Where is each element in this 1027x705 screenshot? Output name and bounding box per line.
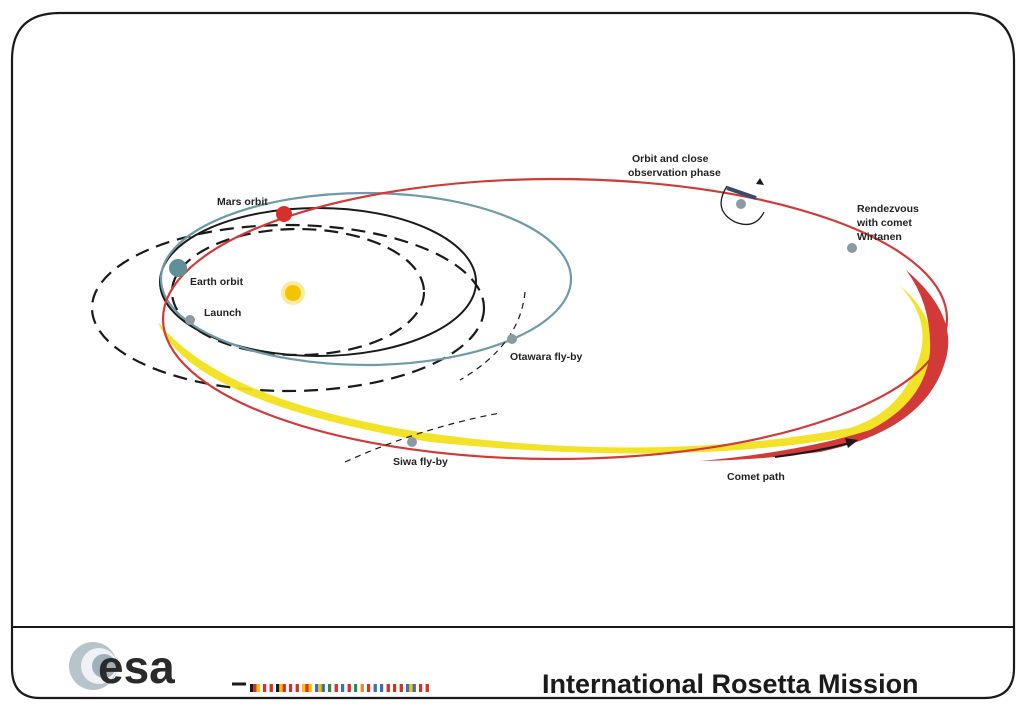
label-mars-orbit: Mars orbit: [217, 196, 268, 208]
flag-stripe: [370, 684, 374, 692]
flag-stripe: [279, 684, 283, 692]
comet-path-arrow: [774, 438, 858, 458]
otawara-flyby-arc: [459, 291, 526, 381]
flag-stripe: [399, 684, 403, 692]
flag-stripe: [419, 684, 423, 692]
comet-orbit: [161, 177, 949, 461]
flag-stripe: [344, 684, 348, 692]
earth-icon: [169, 259, 187, 277]
rosetta-spacecraft-icon: [720, 178, 765, 226]
siwa-flyby-arc: [344, 412, 501, 463]
flag-stripe: [305, 684, 309, 692]
otawara-marker: [507, 334, 517, 344]
flag-stripe: [321, 684, 325, 692]
flag-stripe: [396, 684, 400, 692]
flag-stripe: [256, 684, 260, 692]
comet-orbit-crescent: [700, 270, 949, 461]
label-otawara: Otawara fly-by: [510, 351, 583, 363]
inner-orbit-dashed: [170, 227, 426, 357]
member-state-flags-icon: [250, 684, 429, 692]
flag-stripe: [386, 684, 390, 692]
siwa-marker: [407, 437, 417, 447]
earth-orbit-dashed: [90, 223, 486, 393]
flag-stripe: [393, 684, 397, 692]
flag-stripe: [406, 684, 410, 692]
mars-icon: [276, 206, 292, 222]
esa-logo-text: esa: [98, 641, 175, 693]
flag-stripe: [315, 684, 319, 692]
flag-stripe: [292, 684, 296, 692]
flag-stripe: [357, 684, 361, 692]
flag-stripe: [412, 684, 416, 692]
flag-stripe: [295, 684, 299, 692]
footer-title: International Rosetta Mission: [542, 669, 919, 699]
label-rendezvous-line3: Wirtanen: [857, 231, 902, 243]
esa-logo-icon: [69, 642, 117, 690]
label-earth-orbit: Earth orbit: [190, 276, 244, 288]
flag-stripe: [341, 684, 345, 692]
label-launch: Launch: [204, 307, 241, 319]
flag-stripe: [425, 684, 429, 692]
flag-stripe: [360, 684, 364, 692]
flag-stripe: [289, 684, 293, 692]
flag-stripe: [334, 684, 338, 692]
rosetta-trajectory: [159, 191, 573, 367]
flag-stripe: [373, 684, 377, 692]
label-orbit-phase-line1: Orbit and close: [632, 153, 709, 165]
flag-stripe: [269, 684, 273, 692]
launch-marker: [185, 315, 195, 325]
flag-stripe: [331, 684, 335, 692]
flag-stripe: [354, 684, 358, 692]
flag-stripe: [380, 684, 384, 692]
flag-stripe: [347, 684, 351, 692]
label-comet-path: Comet path: [727, 471, 785, 483]
flag-stripe: [318, 684, 322, 692]
sun-icon: [281, 281, 305, 305]
flag-stripe: [409, 684, 413, 692]
flag-stripe: [383, 684, 387, 692]
label-rendezvous-line2: with comet: [856, 217, 912, 229]
flag-stripe: [328, 684, 332, 692]
flag-stripe: [282, 684, 286, 692]
rendezvous-marker: [847, 243, 857, 253]
flag-stripe: [276, 684, 280, 692]
flag-stripe: [250, 684, 254, 692]
label-rendezvous-line1: Rendezvous: [857, 203, 919, 215]
label-siwa: Siwa fly-by: [393, 456, 448, 468]
flag-stripe: [266, 684, 270, 692]
flag-stripe: [263, 684, 267, 692]
flag-stripe: [308, 684, 312, 692]
flag-stripe: [367, 684, 371, 692]
flag-stripe: [422, 684, 426, 692]
label-orbit-phase-line2: observation phase: [628, 167, 721, 179]
flag-stripe: [302, 684, 306, 692]
flag-stripe: [253, 684, 257, 692]
